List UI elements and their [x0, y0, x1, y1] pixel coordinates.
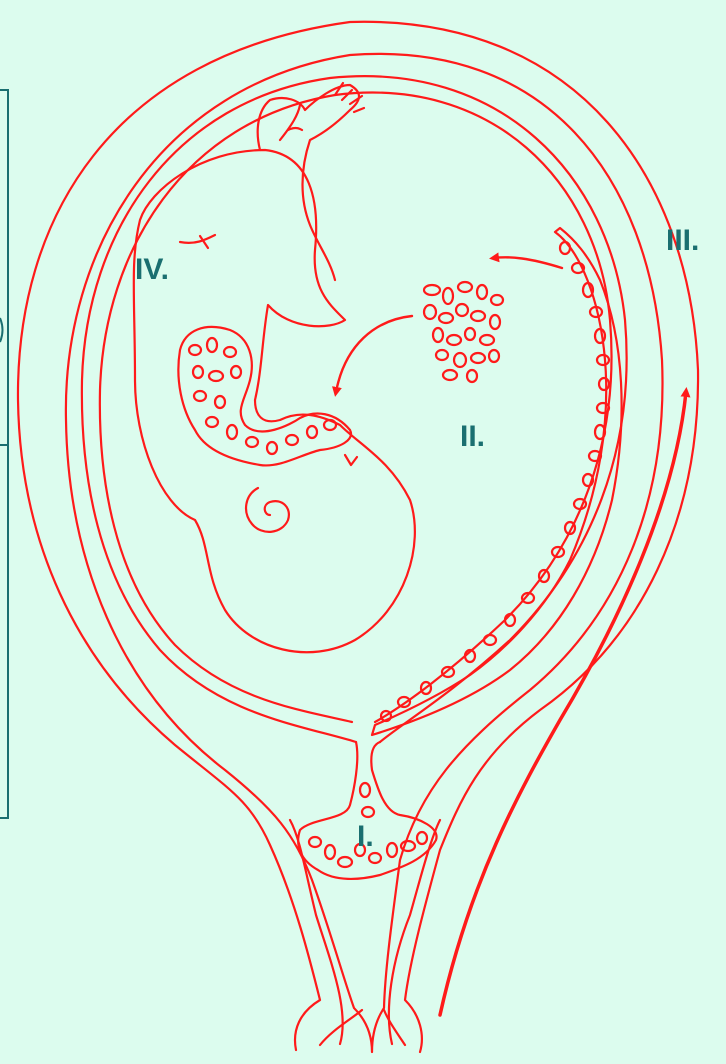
ascending-infection-arrow — [440, 392, 686, 1015]
stage-label-i: I. — [357, 822, 374, 852]
amnion-membrane — [100, 93, 612, 722]
fluid-to-fetus-arrow — [336, 316, 412, 392]
umbilical-loop — [178, 327, 351, 466]
background-frame — [0, 90, 8, 818]
cell-clusters — [189, 242, 609, 867]
fetus — [134, 150, 415, 652]
placenta-to-fluid-arrow — [494, 257, 562, 268]
stage-label-iv: IV. — [135, 255, 169, 285]
uterine-wall-outer — [18, 22, 698, 1052]
cervix — [298, 742, 436, 879]
fetus-ear — [246, 488, 289, 532]
stage-label-iii: III. — [666, 226, 699, 256]
chorion-membrane — [82, 76, 627, 742]
stage-label-ii: II. — [460, 422, 485, 452]
